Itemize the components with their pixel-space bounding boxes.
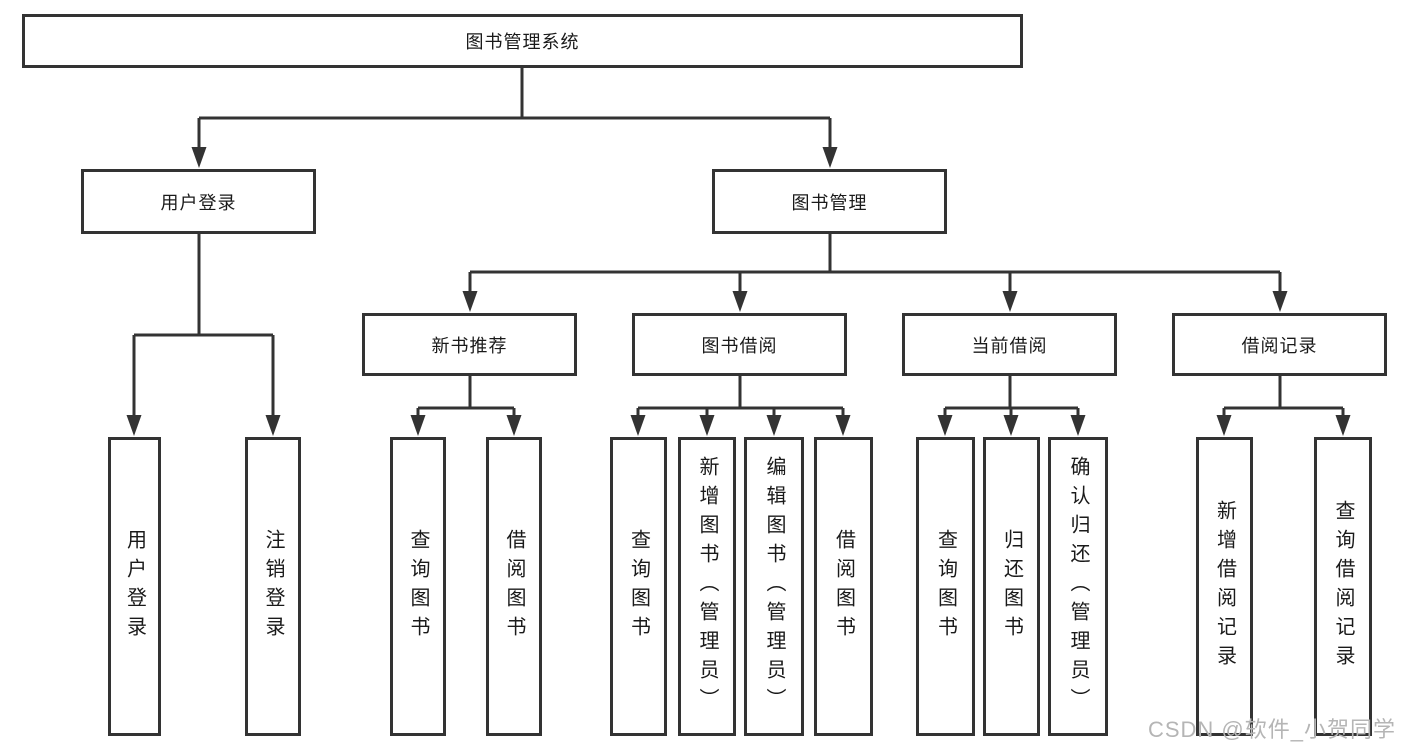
leaf-borrow-books-recommend: 借阅图书 (486, 437, 542, 736)
leaf-query-books-current: 查询图书 (916, 437, 975, 736)
leaf-return-books: 归还图书 (983, 437, 1040, 736)
node-borrowing-records: 借阅记录 (1172, 313, 1387, 376)
leaf-borrow-books: 借阅图书 (814, 437, 873, 736)
leaf-add-books-admin: 新增图书（管理员） (678, 437, 736, 736)
leaf-edit-books-admin: 编辑图书（管理员） (744, 437, 804, 736)
leaf-add-borrow-record: 新增借阅记录 (1196, 437, 1253, 736)
node-new-book-recommend: 新书推荐 (362, 313, 577, 376)
node-root-library-system: 图书管理系统 (22, 14, 1023, 68)
node-book-borrowing: 图书借阅 (632, 313, 847, 376)
leaf-query-books-borrow: 查询图书 (610, 437, 667, 736)
node-book-management: 图书管理 (712, 169, 947, 234)
csdn-watermark: CSDN @软件_小贺同学 (1147, 717, 1396, 742)
leaf-query-borrow-record: 查询借阅记录 (1314, 437, 1372, 736)
tree-connectors (126, 68, 1351, 436)
node-current-borrowing: 当前借阅 (902, 313, 1117, 376)
leaf-query-books-recommend: 查询图书 (390, 437, 446, 736)
leaf-user-login: 用户登录 (108, 437, 161, 736)
leaf-logout: 注销登录 (245, 437, 301, 736)
node-user-login: 用户登录 (81, 169, 316, 234)
leaf-confirm-return-admin: 确认归还（管理员） (1048, 437, 1108, 736)
